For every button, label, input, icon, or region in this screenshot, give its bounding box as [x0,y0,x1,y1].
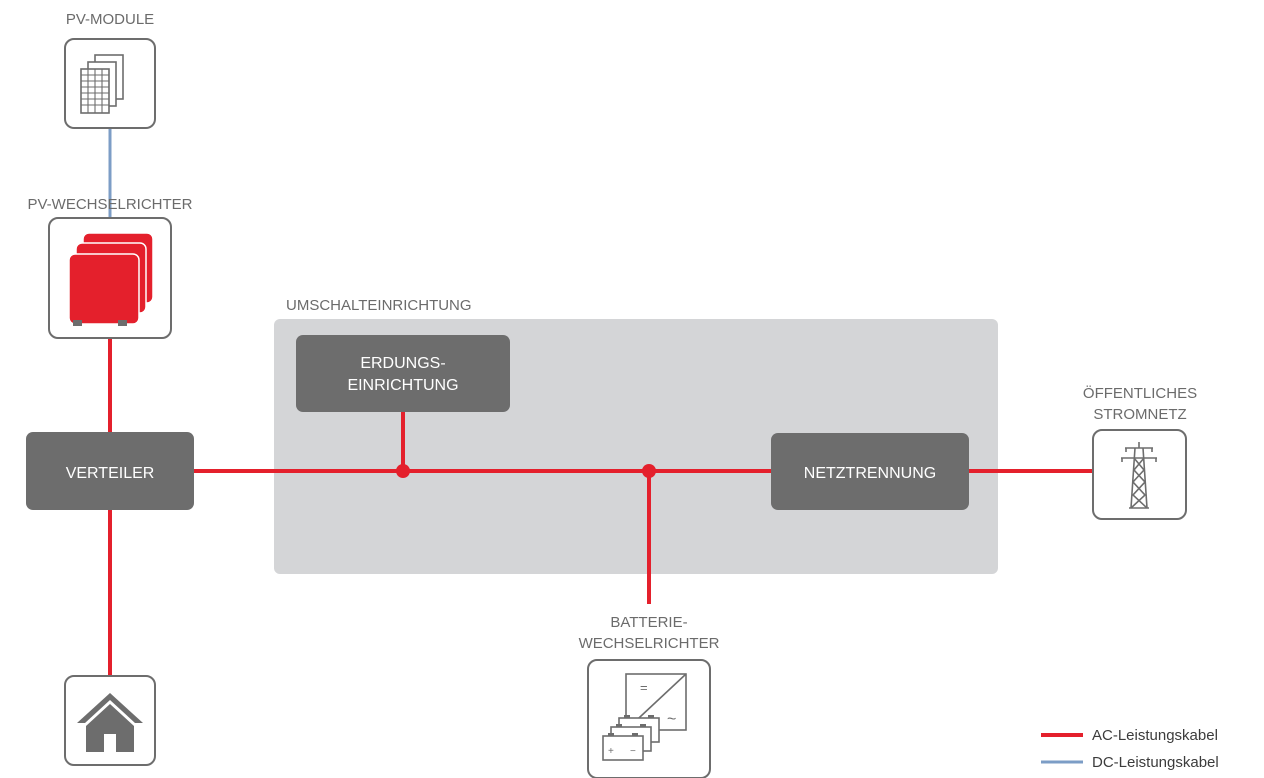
junction-node-battery [642,464,656,478]
distributor-box: VERTEILER [26,432,194,510]
grounding-label-line2: EINRICHTUNG [347,377,458,394]
house-icon [64,675,156,766]
battery-inverter-label-line1: BATTERIE- [610,614,687,631]
pv-module-label: PV-MODULE [66,11,154,28]
pv-inverter-icon [48,217,172,339]
transfer-switch-label: UMSCHALTEINRICHTUNG [286,297,472,314]
public-grid-label-line2: STROMNETZ [1093,406,1186,423]
grounding-label-line1: ERDUNGS- [360,355,445,372]
ac-cables [108,338,1093,676]
grounding-device-box: ERDUNGS- EINRICHTUNG [296,335,510,412]
transmission-tower-icon [1092,429,1187,520]
pv-module-icon [64,38,156,129]
pv-inverter-label: PV-WECHSELRICHTER [27,196,192,213]
public-grid-label-line1: ÖFFENTLICHES [1083,384,1197,402]
distributor-label: VERTEILER [66,465,155,482]
legend-dc-label: DC-Leistungskabel [1092,754,1219,771]
grid-disconnect-label: NETZTRENNUNG [804,465,936,482]
dc-symbol: = [640,680,648,695]
junction-node-grounding [396,464,410,478]
battery-inverter-icon: = ~ + − [587,659,711,778]
grid-disconnect-box: NETZTRENNUNG [771,433,969,510]
ac-symbol: ~ [667,711,676,728]
battery-minus: − [630,746,636,757]
battery-inverter-label-line2: WECHSELRICHTER [579,635,720,652]
legend-ac-label: AC-Leistungskabel [1092,727,1218,744]
legend: AC-Leistungskabel DC-Leistungskabel [1041,727,1219,771]
battery-plus: + [608,746,614,757]
